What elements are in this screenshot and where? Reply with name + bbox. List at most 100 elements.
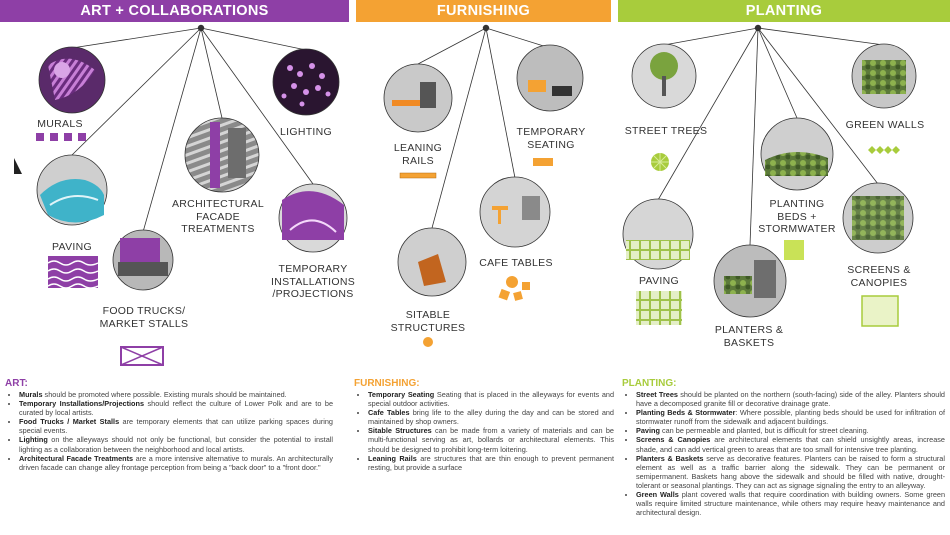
art-bullet-term: Food Trucks / Market Stalls <box>19 417 120 427</box>
murals-squares-icon <box>36 133 86 141</box>
photo-planters <box>713 244 787 318</box>
photo-paving-art <box>36 154 108 226</box>
furnishing-bullet-text: can be made from a variety of materials … <box>368 426 614 454</box>
planting-bullet-text: should be planted on the northern (south… <box>636 390 945 409</box>
planting-bullet-text: : Where possible, planting beds should b… <box>636 408 945 427</box>
section-planting-list: Street Trees should be planted on the no… <box>622 390 945 517</box>
label-street-trees: STREET TREES <box>624 125 708 137</box>
planting-bed-icon <box>784 240 804 260</box>
planting-bullet-item: Green Walls plant covered walls that req… <box>636 490 945 517</box>
photo-food-trucks <box>112 229 174 291</box>
photo-paving-plant <box>622 198 694 270</box>
label-paving-art: PAVING <box>52 241 92 253</box>
planting-bullet-text: serve as decorative features. Planters c… <box>636 453 945 490</box>
planting-bullet-term: Screens & Canopies <box>636 435 711 445</box>
planting-bullet-term: Green Walls <box>636 490 679 500</box>
photo-sitable <box>397 227 467 297</box>
section-planting-title: PLANTING: <box>622 378 677 389</box>
connector-street-trees <box>663 27 759 46</box>
photo-installations <box>278 183 348 253</box>
art-bullet-text: should be promoted where possible. Exist… <box>42 390 287 399</box>
art-bullet-item: Architectural Facade Treatments are a mo… <box>19 454 333 472</box>
planting-bullet-item: Street Trees should be planted on the no… <box>636 390 945 408</box>
furnishing-bullet-term: Leaning Rails <box>368 453 417 463</box>
section-furnishing-title: FURNISHING: <box>354 378 420 389</box>
green-wall-icon <box>868 146 900 154</box>
connector-temp-seating <box>485 27 551 49</box>
art-bullet-item: Murals should be promoted where possible… <box>19 390 333 399</box>
furnishing-bullet-term: Temporary Seating <box>368 390 435 399</box>
art-bullet-term: Murals <box>19 390 43 399</box>
element-diagram <box>14 24 917 366</box>
connector-lighting <box>200 27 307 51</box>
planting-bullet-item: Paving can be permeable and planted, but… <box>636 426 945 435</box>
label-leaning-rails: LEANING RAILS <box>393 142 443 167</box>
photo-cafe-tables <box>479 176 551 248</box>
header-furnishing: FURNISHING <box>356 0 611 22</box>
label-screens: SCREENS & CANOPIES <box>847 264 911 289</box>
furnishing-bullet-term: Sitable Structures <box>368 426 432 436</box>
photo-planting-beds <box>760 117 834 191</box>
art-bullet-item: Lighting on the alleyways should not onl… <box>19 435 333 453</box>
connector-murals <box>71 27 202 49</box>
furnishing-bullet-term: Cafe Tables <box>368 408 410 418</box>
photo-screens <box>842 182 914 254</box>
furnishing-bullet-text: are structures that are thin enough to p… <box>368 453 614 472</box>
label-installations: TEMPORARY INSTALLATIONS /PROJECTIONS <box>270 263 356 300</box>
furnishing-bullet-text: Seating that is placed in the alleyways … <box>368 390 615 409</box>
connector-food-trucks <box>142 27 202 233</box>
flag-icon <box>14 158 22 174</box>
sitable-structure-icon <box>423 337 433 347</box>
connector-sitable <box>431 27 487 229</box>
art-bullet-text: are a more intensive alternative to mura… <box>19 453 333 472</box>
connector-paving-plant <box>657 27 759 201</box>
photo-murals <box>38 46 106 114</box>
cafe-tables-icon <box>498 276 530 301</box>
label-lighting: LIGHTING <box>280 126 332 138</box>
label-green-walls: GREEN WALLS <box>845 119 925 131</box>
label-murals: MURALS <box>37 118 83 130</box>
planting-bullet-term: Street Trees <box>636 390 678 399</box>
photo-facade <box>184 117 260 193</box>
art-bullet-text: are temporary elements that can utilize … <box>19 417 333 436</box>
connector-installations <box>200 27 314 185</box>
temp-seating-icon <box>533 158 553 166</box>
planting-bullet-item: Screens & Canopies are architectural ele… <box>636 435 945 453</box>
connector-screens <box>757 27 879 185</box>
art-bullet-text: on the alleyways should not only be func… <box>19 435 333 454</box>
connector-leaning-rails <box>417 27 487 65</box>
art-bullet-term: Temporary Installations/Projections <box>19 399 145 409</box>
photo-leaning-rails <box>383 63 453 133</box>
furnishing-bullet-item: Cafe Tables bring life to the alley duri… <box>368 408 614 426</box>
label-cafe-tables: CAFE TABLES <box>479 257 553 269</box>
connector-planters <box>749 27 759 246</box>
planting-bullet-text: are architectural elements that can shie… <box>636 435 945 454</box>
planting-bullet-term: Planters & Baskets <box>636 453 704 463</box>
section-furnishing-list: Temporary Seating Seating that is placed… <box>354 390 614 472</box>
section-art-list: Murals should be promoted where possible… <box>5 390 333 472</box>
furnishing-bullet-text: bring life to the alley during the day a… <box>368 408 614 427</box>
planting-bullet-term: Paving <box>636 426 660 436</box>
connector-green-walls <box>757 27 885 46</box>
section-planting: PLANTING: Street Trees should be planted… <box>622 378 945 517</box>
planting-bullet-term: Planting Beds & Stormwater <box>636 408 736 418</box>
connector-facade <box>200 27 223 119</box>
label-paving-plant: PAVING <box>639 275 679 287</box>
art-bullet-text: should reflect the culture of Lower Polk… <box>19 399 333 418</box>
planting-bullet-text: can be permeable and planted, but is dif… <box>659 426 869 436</box>
photo-temp-seating <box>516 44 584 112</box>
label-temp-seating: TEMPORARY SEATING <box>516 126 586 151</box>
art-bullet-item: Temporary Installations/Projections shou… <box>19 399 333 417</box>
planting-bullet-item: Planting Beds & Stormwater: Where possib… <box>636 408 945 426</box>
planting-bullet-item: Planters & Baskets serve as decorative f… <box>636 454 945 490</box>
planting-bullet-text: plant covered walls that require coordin… <box>636 490 945 518</box>
section-furnishing: FURNISHING: Temporary Seating Seating th… <box>354 378 614 472</box>
market-stall-icon <box>120 346 164 366</box>
art-bullet-term: Architectural Facade Treatments <box>19 453 134 463</box>
label-facade: ARCHITECTURAL FACADE TREATMENTS <box>172 198 264 235</box>
label-planters: PLANTERS & BASKETS <box>714 324 784 349</box>
furnishing-bullet-item: Leaning Rails are structures that are th… <box>368 454 614 472</box>
section-art: ART: Murals should be promoted where pos… <box>5 378 333 472</box>
label-sitable: SITABLE STRUCTURES <box>390 309 466 334</box>
connector-planting-beds <box>757 27 798 119</box>
